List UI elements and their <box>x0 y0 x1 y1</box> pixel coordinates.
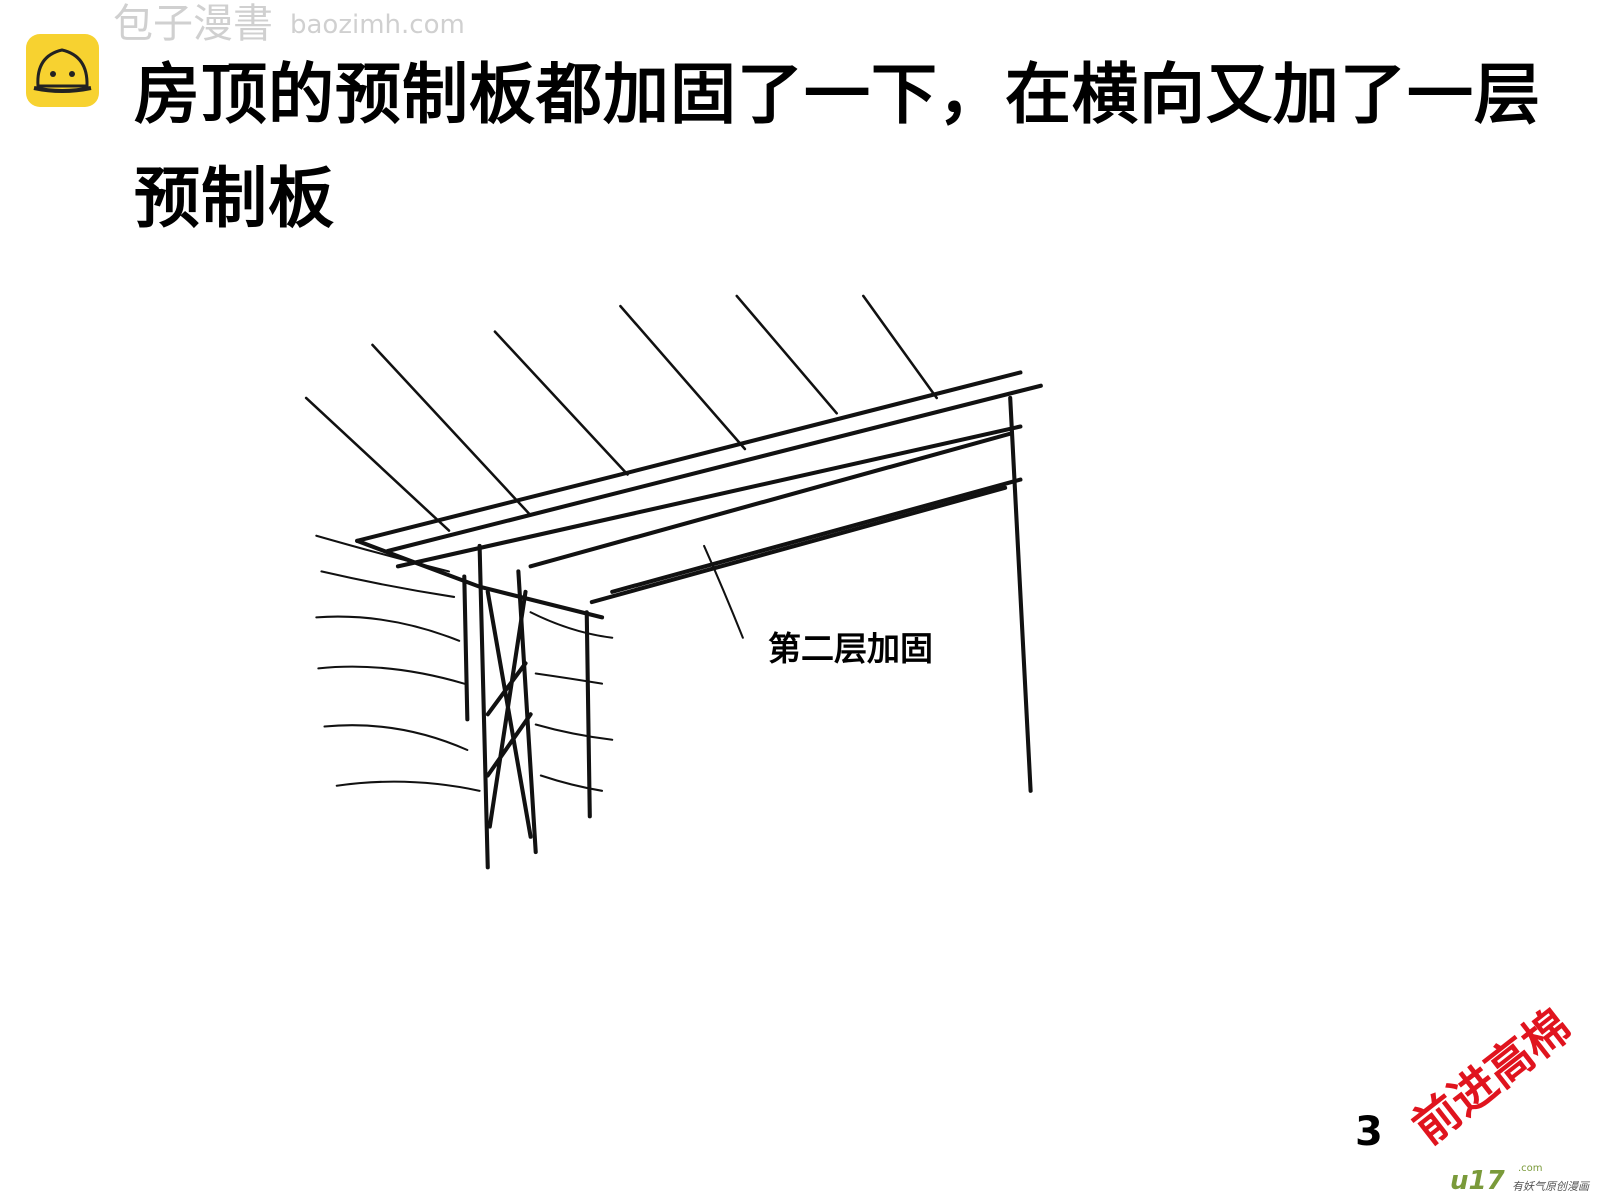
watermark-domain: baozimh.com <box>290 10 465 40</box>
baozi-logo-icon <box>26 34 99 107</box>
page-number: 3 <box>1355 1109 1383 1155</box>
publisher-slogan: 有妖气原创漫画 <box>1512 1180 1589 1193</box>
title-line-1: 房顶的预制板都加固了一下，在横向又加了一层 <box>134 56 1541 133</box>
publisher-logo: u17 <box>1450 1166 1505 1196</box>
publisher-domain: .com <box>1518 1163 1543 1174</box>
sketch-label: 第二层加固 <box>768 629 933 668</box>
watermark-name: 包子漫書 <box>113 1 273 47</box>
title-line-2: 预制板 <box>134 160 335 237</box>
